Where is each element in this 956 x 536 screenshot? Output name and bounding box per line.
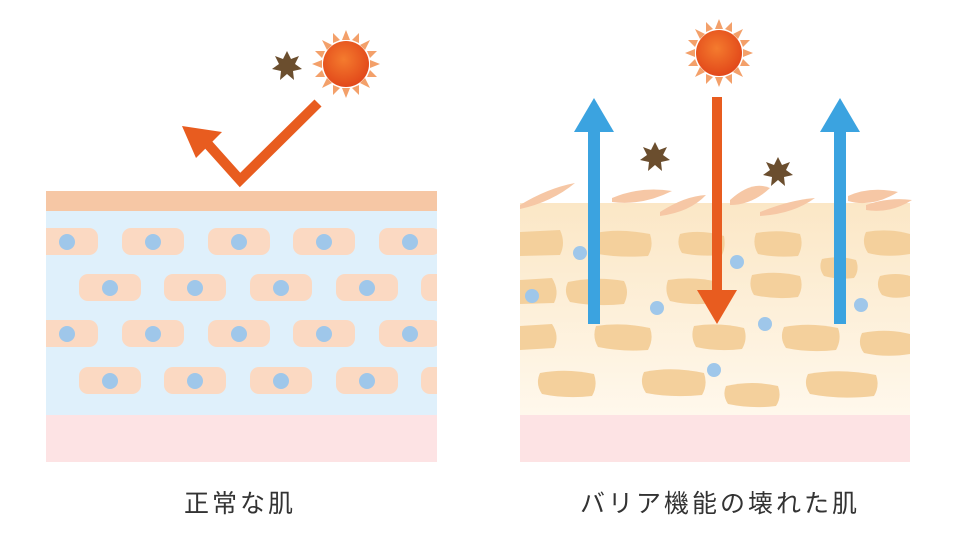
sun-icon bbox=[685, 19, 753, 87]
water-droplet bbox=[525, 289, 539, 303]
cell-nucleus bbox=[402, 326, 418, 342]
normal-skin-label: 正常な肌 bbox=[183, 489, 296, 518]
damaged-cell bbox=[594, 324, 652, 351]
cell-nucleus bbox=[273, 280, 289, 296]
damaged-cell bbox=[805, 371, 878, 398]
cell-nucleus bbox=[231, 234, 247, 250]
up-arrow-icon bbox=[820, 98, 860, 324]
damaged-cell bbox=[692, 324, 746, 351]
cell-nucleus bbox=[359, 373, 375, 389]
cell-nucleus bbox=[145, 234, 161, 250]
peeling-scales bbox=[520, 183, 912, 216]
damaged-cell bbox=[781, 324, 840, 352]
cell-nucleus bbox=[316, 234, 332, 250]
damaged-cell bbox=[520, 278, 557, 304]
normal-cells bbox=[46, 228, 437, 394]
damaged-skin-panel bbox=[520, 19, 912, 462]
water-droplet bbox=[573, 246, 587, 260]
damaged-cell bbox=[754, 231, 802, 257]
damaged-cell bbox=[859, 330, 910, 356]
damaged-cell bbox=[641, 369, 706, 397]
cell-nucleus bbox=[102, 280, 118, 296]
damaged-cells bbox=[520, 230, 910, 408]
damaged-skin-label: バリア機能の壊れた肌 bbox=[579, 489, 860, 518]
dust-particle-icon bbox=[640, 142, 670, 171]
cell bbox=[421, 274, 437, 301]
cell bbox=[421, 367, 437, 394]
cell-nucleus bbox=[59, 234, 75, 250]
dermis-layer bbox=[46, 415, 437, 462]
water-droplets bbox=[525, 246, 868, 377]
cell-nucleus bbox=[402, 234, 418, 250]
cell-nucleus bbox=[359, 280, 375, 296]
cell-nucleus bbox=[273, 373, 289, 389]
sun-icon bbox=[312, 30, 380, 98]
cell-nucleus bbox=[187, 373, 203, 389]
water-droplet bbox=[707, 363, 721, 377]
damaged-cell bbox=[520, 230, 563, 256]
water-droplet bbox=[730, 255, 744, 269]
water-droplet bbox=[854, 298, 868, 312]
cell-nucleus bbox=[187, 280, 203, 296]
water-droplet bbox=[758, 317, 772, 331]
normal-skin-panel bbox=[46, 30, 437, 462]
down-arrow-icon bbox=[697, 97, 737, 324]
cell-nucleus bbox=[231, 326, 247, 342]
damaged-cell bbox=[520, 324, 557, 350]
dust-particle-icon bbox=[272, 51, 302, 80]
damaged-dermis-layer bbox=[520, 415, 910, 462]
stratum-corneum-layer bbox=[46, 191, 437, 211]
dust-particle-icon bbox=[763, 157, 793, 186]
damaged-cell bbox=[594, 230, 652, 257]
cell-nucleus bbox=[102, 373, 118, 389]
cell-nucleus bbox=[59, 326, 75, 342]
up-arrow-icon bbox=[574, 98, 614, 324]
damaged-cell bbox=[863, 230, 910, 256]
damaged-cell bbox=[724, 383, 780, 408]
damaged-cell bbox=[750, 272, 802, 299]
damaged-cell bbox=[877, 274, 910, 298]
damaged-cell bbox=[537, 370, 596, 398]
water-droplet bbox=[650, 301, 664, 315]
reflect-arrow-icon bbox=[182, 99, 322, 188]
cell-nucleus bbox=[145, 326, 161, 342]
cell-nucleus bbox=[316, 326, 332, 342]
